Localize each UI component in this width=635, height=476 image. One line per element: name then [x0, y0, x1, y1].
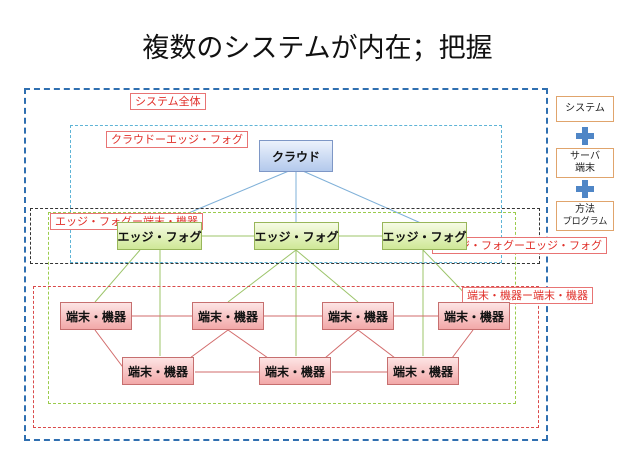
link-dev-2-5 [189, 329, 229, 359]
node-cloud: クラウド [259, 140, 333, 172]
legend-program-label: プログラム [562, 217, 608, 227]
legend-server-terminal: サーバ 端末 [556, 148, 614, 178]
link-fog2-dev2 [227, 249, 297, 303]
plus-icon [576, 180, 594, 198]
node-device-5: 端末・機器 [122, 357, 194, 385]
node-device-3: 端末・機器 [322, 302, 394, 330]
region-terminal [33, 286, 539, 428]
legend-server-label: サーバ [570, 151, 600, 162]
node-device-2: 端末・機器 [192, 302, 264, 330]
node-edge-fog-1: エッジ・フォグ [117, 222, 202, 250]
link-dev-6-3 [324, 329, 359, 359]
region-system-all [24, 88, 548, 441]
link-cloud-fog-3 [295, 167, 424, 225]
tag-cloud-edge-fog: クラウドーエッジ・フォグ [106, 131, 248, 148]
plus-icon [576, 127, 594, 145]
tag-terminal-terminal: 端末・機器ー端末・機器 [462, 287, 593, 304]
region-fog-fog [48, 212, 516, 404]
legend-terminal-label: 端末 [575, 163, 595, 174]
link-dev-3-7 [357, 329, 396, 359]
region-cloud-edge-fog [70, 125, 502, 263]
legend-method-label: 方法 [575, 204, 595, 215]
link-dev-1-5 [94, 329, 126, 371]
page-title: 複数のシステムが内在；把握 [142, 33, 493, 64]
link-fog1-dev1 [94, 249, 141, 303]
node-device-7: 端末・機器 [387, 357, 459, 385]
tag-fog-fog: エッジ・フォグーエッジ・フォグ [432, 237, 607, 254]
link-dev-4-7 [451, 329, 474, 359]
link-fog2-dev3 [295, 249, 359, 303]
region-fog-terminal [30, 208, 540, 264]
tag-system-all: システム全体 [130, 93, 206, 110]
legend-method-program: 方法 プログラム [556, 201, 614, 231]
node-device-4: 端末・機器 [438, 302, 510, 330]
node-edge-fog-3: エッジ・フォグ [382, 222, 467, 250]
node-device-1: 端末・機器 [60, 302, 132, 330]
legend-system-label: システム [565, 103, 605, 114]
node-edge-fog-2: エッジ・フォグ [254, 222, 339, 250]
legend-system: システム [556, 96, 614, 122]
node-device-6: 端末・機器 [259, 357, 331, 385]
link-dev-2-6 [227, 329, 269, 359]
